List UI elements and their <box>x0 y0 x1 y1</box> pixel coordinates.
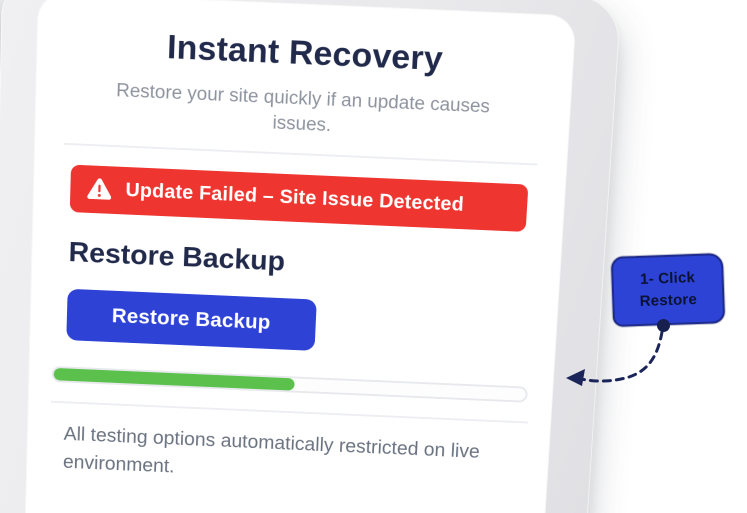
page-title: Instant Recovery <box>166 28 444 78</box>
callout-connector-dot <box>657 319 670 332</box>
restore-progress-fill <box>53 367 295 391</box>
divider-top <box>63 143 538 166</box>
restriction-note: All testing options automatically restri… <box>62 423 481 478</box>
callout-line2: Restore <box>639 290 698 310</box>
restore-backup-button[interactable]: Restore Backup <box>66 288 317 351</box>
restore-progress-bar <box>51 365 529 403</box>
warning-triangle-icon <box>87 178 112 201</box>
page-subtitle: Restore your site quickly if an update c… <box>115 80 491 136</box>
divider-bottom <box>51 400 528 424</box>
restore-backup-heading: Restore Backup <box>68 237 286 278</box>
tablet-screen: Instant Recovery Restore your site quick… <box>22 0 577 513</box>
alert-text: Update Failed – Site Issue Detected <box>125 179 465 216</box>
update-failed-alert: Update Failed – Site Issue Detected <box>69 164 529 233</box>
one-click-restore-callout: 1- Click Restore <box>610 253 726 327</box>
tablet-frame: Instant Recovery Restore your site quick… <box>0 0 622 513</box>
callout-line1: 1- Click <box>639 268 696 288</box>
